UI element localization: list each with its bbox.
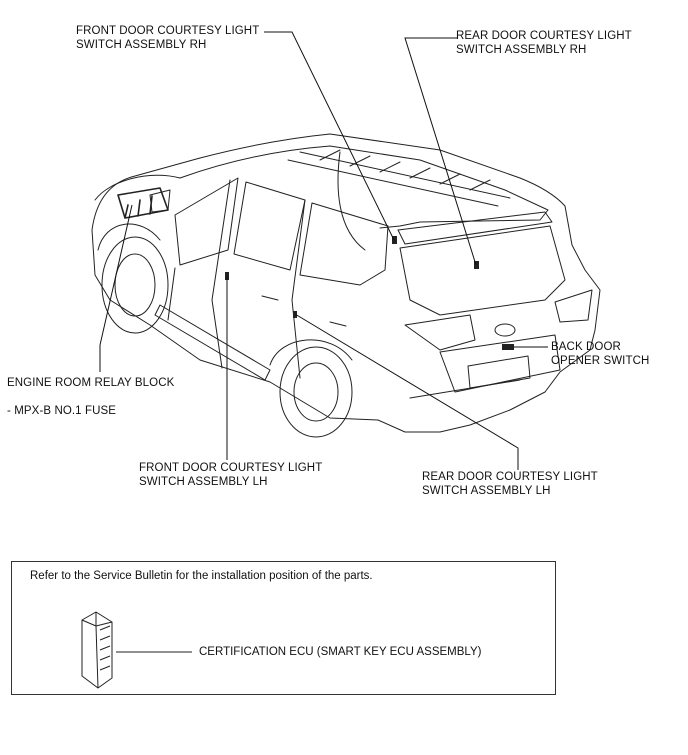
roof-outline <box>179 145 549 229</box>
label-certification-ecu: CERTIFICATION ECU (SMART KEY ECU ASSEMBL… <box>199 646 482 658</box>
rear-glass <box>399 225 566 316</box>
label-rear-door-switch-lh: REAR DOOR COURTESY LIGHT SWITCH ASSEMBLY… <box>422 471 598 497</box>
label-mpx-b-fuse: - MPX-B NO.1 FUSE <box>7 405 117 417</box>
front-rh-switch-marker <box>392 236 397 244</box>
label-front-door-switch-lh: FRONT DOOR COURTESY LIGHT SWITCH ASSEMBL… <box>139 462 323 488</box>
front-wheel <box>101 236 169 334</box>
back-door-switch-marker <box>502 344 514 350</box>
label-rear-door-switch-rh: REAR DOOR COURTESY LIGHT SWITCH ASSEMBLY… <box>456 30 632 56</box>
rear-rh-switch-marker <box>474 261 479 269</box>
label-back-door-opener-switch: BACK DOOR OPENER SWITCH <box>551 341 650 367</box>
note-text: Refer to the Service Bulletin for the in… <box>30 570 373 582</box>
window-front <box>174 177 239 266</box>
label-engine-room-relay-block: ENGINE ROOM RELAY BLOCK <box>7 377 175 389</box>
rear-wheel <box>279 346 353 438</box>
body-outline <box>91 133 601 433</box>
leader-rear-lh <box>294 313 519 470</box>
note-box: Refer to the Service Bulletin for the in… <box>11 561 556 695</box>
leader-rear-rh <box>404 37 477 266</box>
window-rear <box>299 202 389 286</box>
ecu-icon <box>81 611 113 689</box>
label-front-door-switch-rh: FRONT DOOR COURTESY LIGHT SWITCH ASSEMBL… <box>76 25 260 51</box>
leader-front-rh <box>264 31 395 241</box>
leader-relay-block <box>99 204 133 372</box>
window-middle <box>233 181 306 271</box>
relay-block-icon <box>117 187 169 219</box>
